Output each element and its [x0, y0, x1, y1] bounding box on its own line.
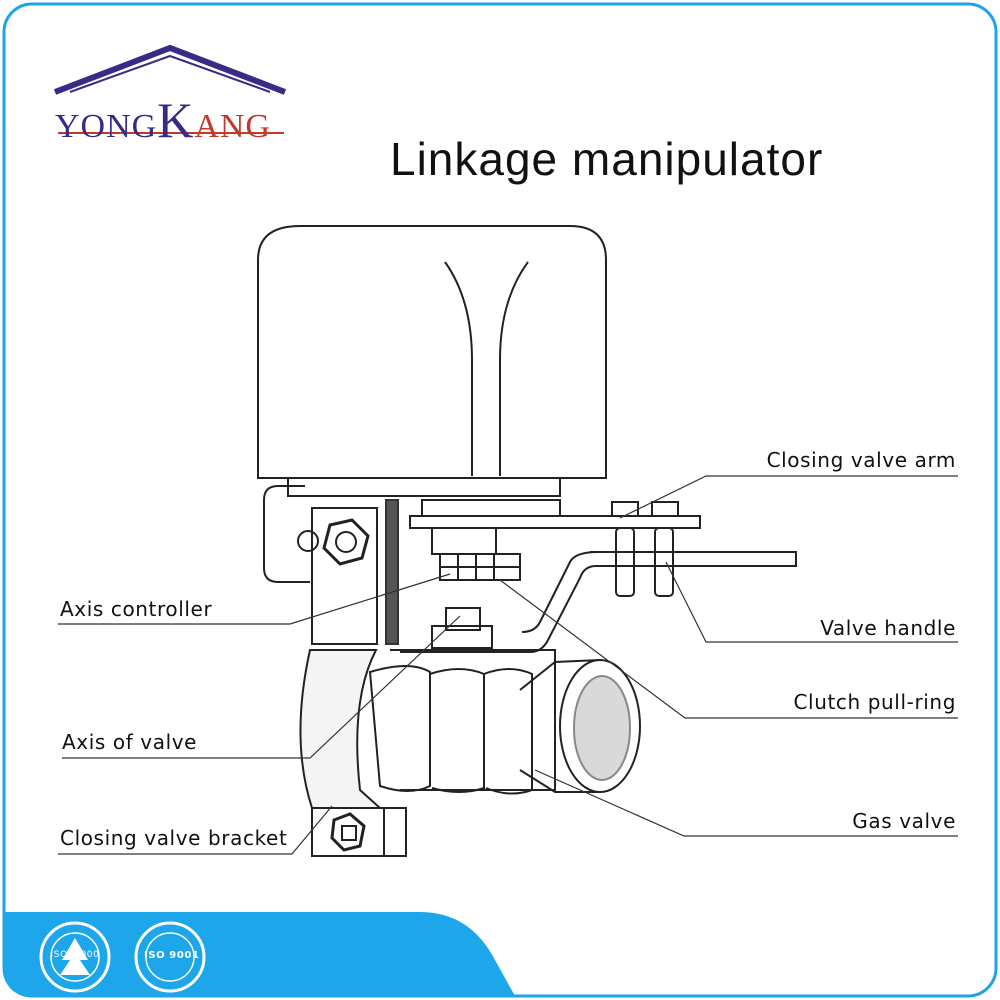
iso14000-seal-text: ISO14000: [50, 950, 100, 960]
page-title: Linkage manipulator: [390, 133, 824, 185]
logo-roof-icon: [53, 44, 287, 134]
footer-band: [4, 912, 515, 996]
label-closing-valve-arm: Closing valve arm: [766, 448, 956, 472]
label-axis-of-valve: Axis of valve: [62, 730, 198, 754]
label-valve-handle: Valve handle: [820, 616, 956, 640]
iso14000-seal-icon: [39, 921, 111, 993]
label-closing-valve-bracket: Closing valve bracket: [60, 826, 288, 850]
label-gas-valve: Gas valve: [852, 809, 956, 833]
iso9001-seal-icon: [134, 921, 206, 993]
leader-lines: [58, 475, 958, 855]
logo-text-right: ANG: [194, 108, 271, 145]
logo-text: YONGKANG: [55, 91, 271, 149]
logo-text-left: YONG: [55, 108, 158, 145]
motor-cap: [257, 225, 607, 479]
linkage-manipulator-drawing: [257, 225, 797, 857]
logo-text-k: K: [157, 92, 195, 148]
iso9001-seal-text: ISO 9001: [144, 950, 200, 961]
label-clutch-pull-ring: Clutch pull-ring: [793, 690, 956, 714]
label-axis-controller: Axis controller: [60, 597, 213, 621]
